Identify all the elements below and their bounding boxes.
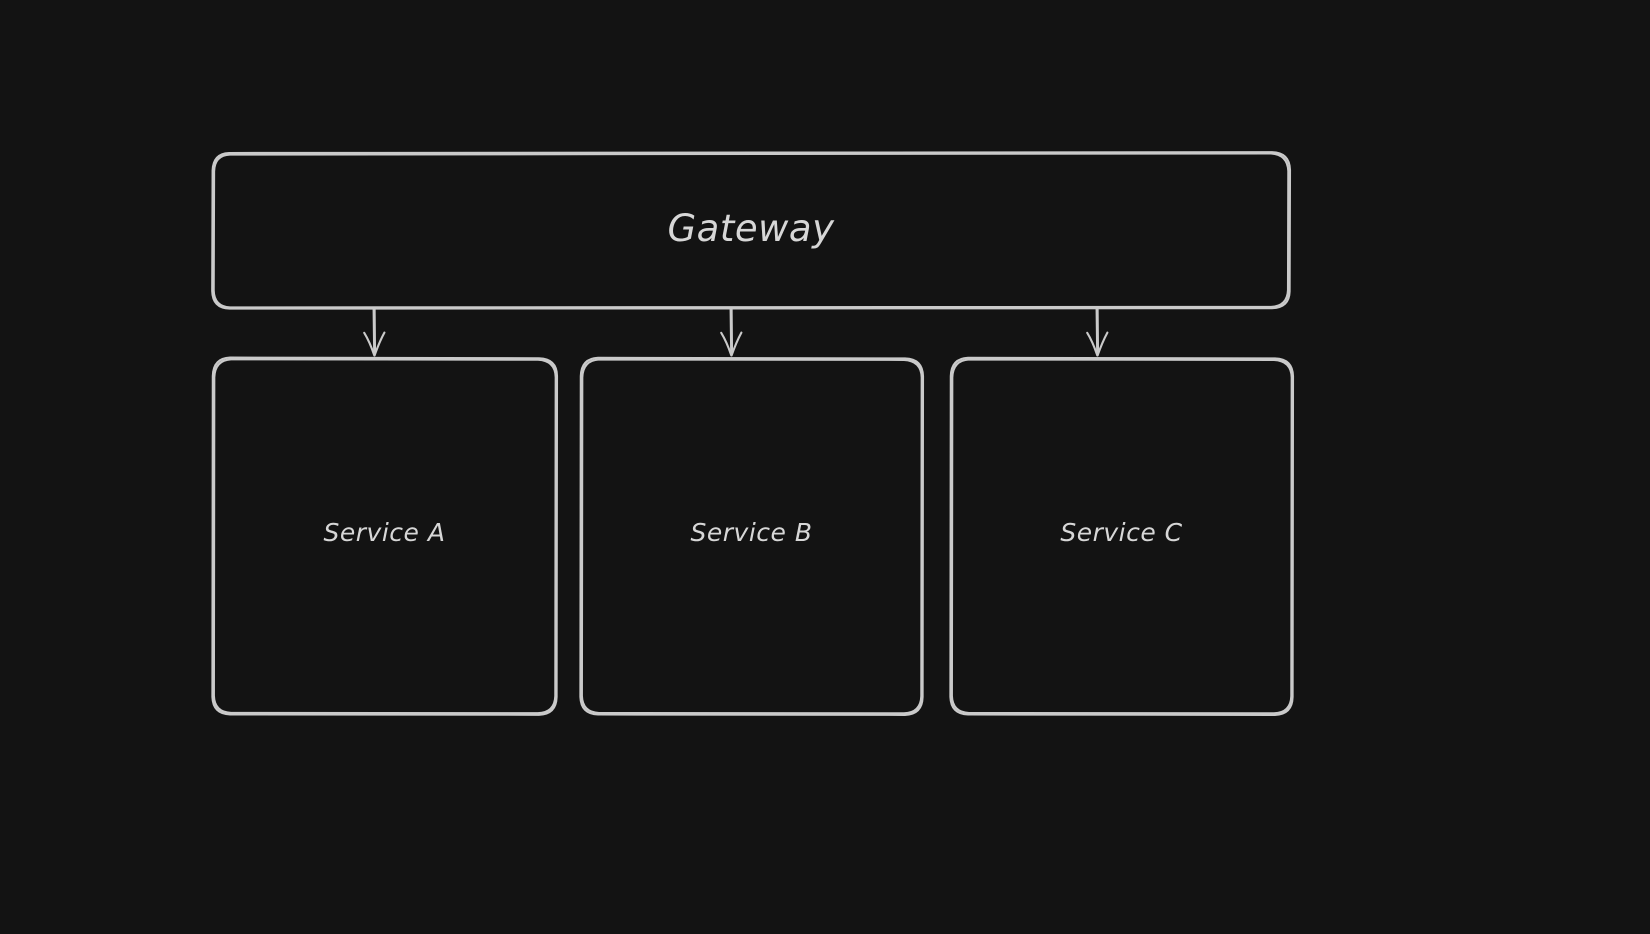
node-service-a-label: Service A — [323, 518, 446, 547]
edge-gateway-to-service-c[interactable] — [1084, 308, 1110, 358]
node-service-c[interactable]: Service C — [950, 357, 1293, 715]
node-service-b[interactable]: Service B — [580, 357, 923, 715]
node-gateway[interactable]: Gateway — [212, 152, 1290, 309]
node-gateway-label: Gateway — [667, 207, 835, 250]
node-service-b-label: Service B — [690, 518, 813, 547]
edge-gateway-to-service-a[interactable] — [361, 308, 387, 358]
node-service-a[interactable]: Service A — [212, 357, 557, 715]
edge-gateway-to-service-b[interactable] — [718, 308, 744, 358]
node-service-c-label: Service C — [1060, 518, 1183, 547]
